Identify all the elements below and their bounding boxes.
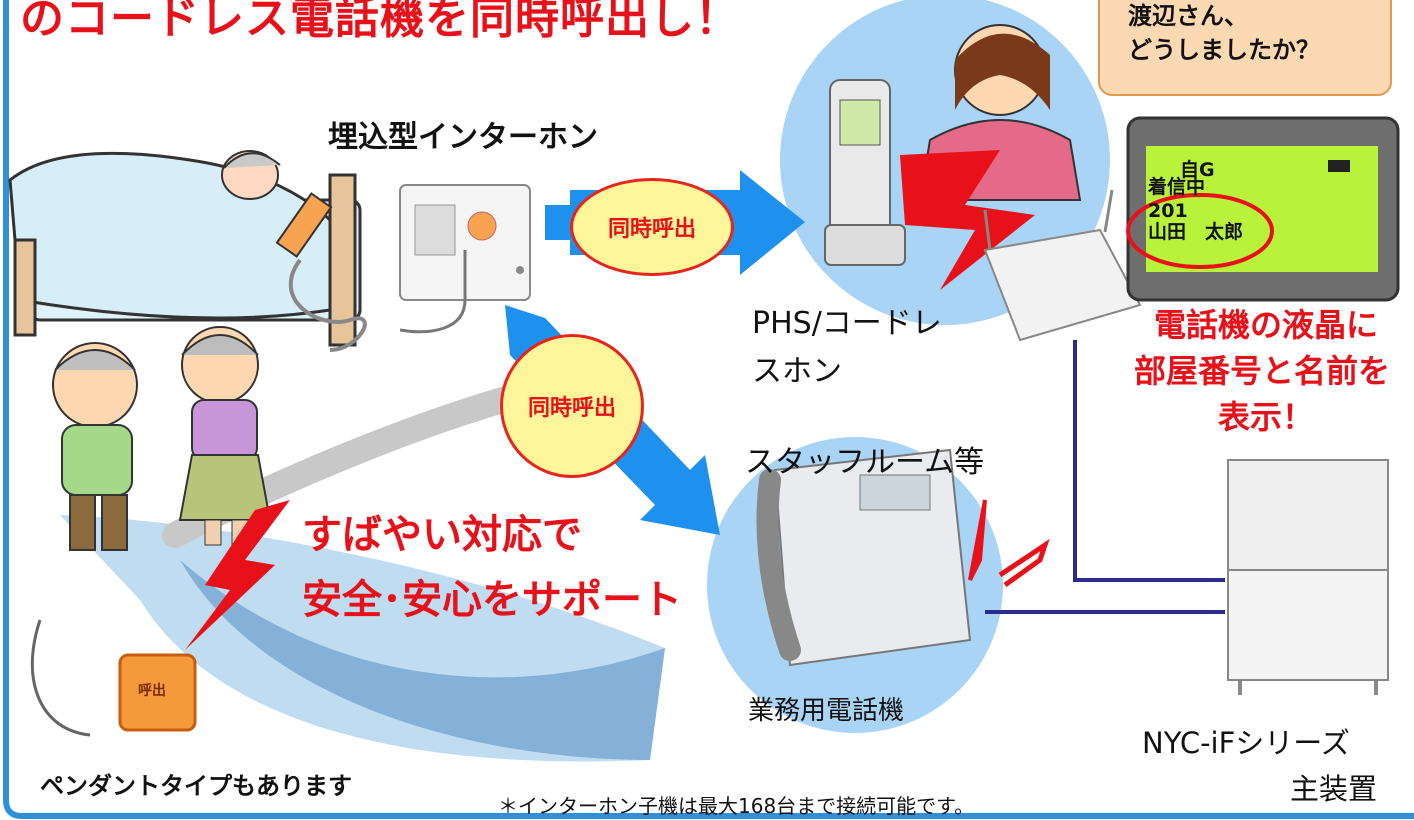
elderly-man: [52, 342, 138, 551]
main-unit-label-line-1: NYC-iFシリーズ: [1142, 726, 1350, 760]
lcd-caption-line-2: 部屋番号と名前を: [1133, 352, 1390, 390]
slogan-line-2: 安全･安心をサポート: [302, 577, 682, 623]
speech-bubble: [1098, 0, 1392, 96]
pendant-ribbon-dark: [180, 560, 665, 760]
slogan-line-1: すばやい対応で: [302, 512, 582, 558]
lcd-line-2: 201: [1148, 200, 1188, 222]
bed-illustration: [8, 150, 367, 352]
lcd-line-3: 山田 太郎: [1148, 221, 1244, 243]
lightning-bolt-pendant: [185, 500, 290, 650]
pendant-button-text: 呼出: [138, 683, 166, 699]
speech-line-1: 渡辺さん、: [1128, 2, 1248, 30]
lcd-highlight-ellipse: [1126, 193, 1274, 269]
business-telephone: [756, 448, 972, 667]
frame-border: [3, 0, 1414, 819]
business-phone-label: 業務用電話機: [748, 696, 905, 726]
simultaneous-call-text-1: 同時呼出: [607, 217, 696, 242]
lcd-caption-line-3: 表示！: [1217, 398, 1314, 436]
speech-line-2: どうしましたか？: [1128, 36, 1320, 64]
operator-woman: [918, 24, 1082, 201]
phs-handset: [824, 79, 906, 266]
page-heading: のコードレス電話機を同時呼出し！: [20, 0, 740, 44]
staff-room-label: スタッフルーム等: [745, 445, 985, 480]
intercom-device: [399, 184, 531, 334]
lcd-caption-line-1: 電話機の液晶に: [1153, 306, 1378, 344]
lcd-line-1: 着信中: [1148, 176, 1206, 198]
pendant-device: [30, 619, 197, 737]
intercom-label: 埋込型インターホン: [328, 120, 598, 155]
lcd-display: [1126, 116, 1400, 302]
simultaneous-call-badge-2: 同時呼出: [500, 334, 644, 478]
signal-mark-1: [968, 499, 987, 581]
wireless-access-point: [983, 189, 1142, 342]
footnote: ＊インターホン子機は最大168台まで接続可能です。: [498, 794, 975, 818]
simultaneous-call-badge-1: 同時呼出: [570, 178, 734, 276]
line-phs-to-main: [1073, 340, 1225, 582]
phs-label-line-1: PHS/コードレ: [752, 306, 942, 341]
main-unit-label-line-2: 主装置: [1290, 772, 1378, 806]
lightning-bolt-phs: [900, 150, 1035, 290]
lcd-status: 自G: [1180, 159, 1215, 181]
signal-mark-2: [998, 538, 1050, 588]
phs-label-line-2: スホン: [752, 354, 842, 389]
main-unit-cabinet: [1227, 459, 1389, 695]
pendant-label: ペンダントタイプもあります: [40, 772, 352, 800]
simultaneous-call-text-2: 同時呼出: [527, 396, 616, 421]
